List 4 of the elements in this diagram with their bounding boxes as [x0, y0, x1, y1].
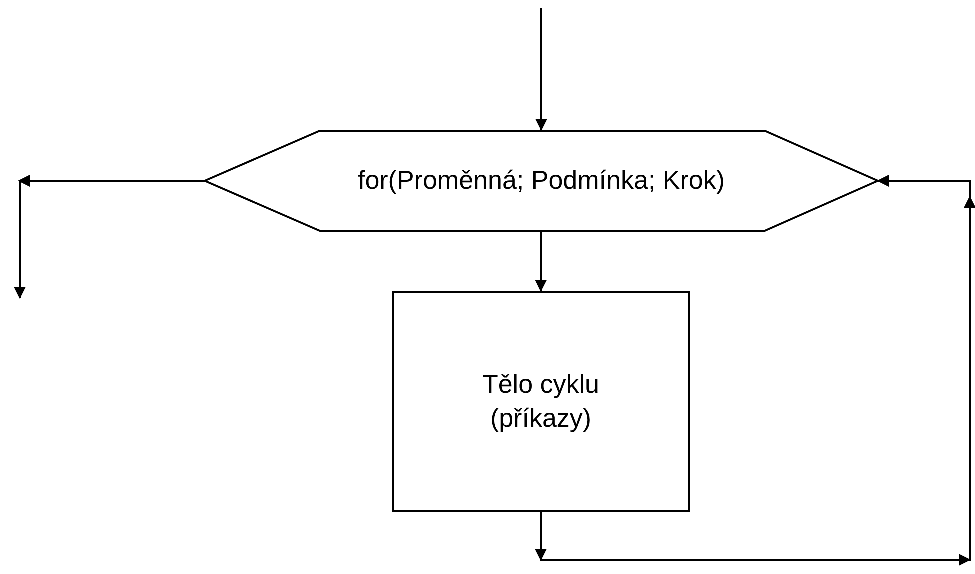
loop-condition-hexagon — [205, 130, 878, 232]
process-box — [392, 291, 690, 512]
node-label: Tělo cyklu (příkazy) — [481, 368, 601, 434]
node-label: for(Proměnná; Podmínka; Krok) — [358, 164, 726, 198]
